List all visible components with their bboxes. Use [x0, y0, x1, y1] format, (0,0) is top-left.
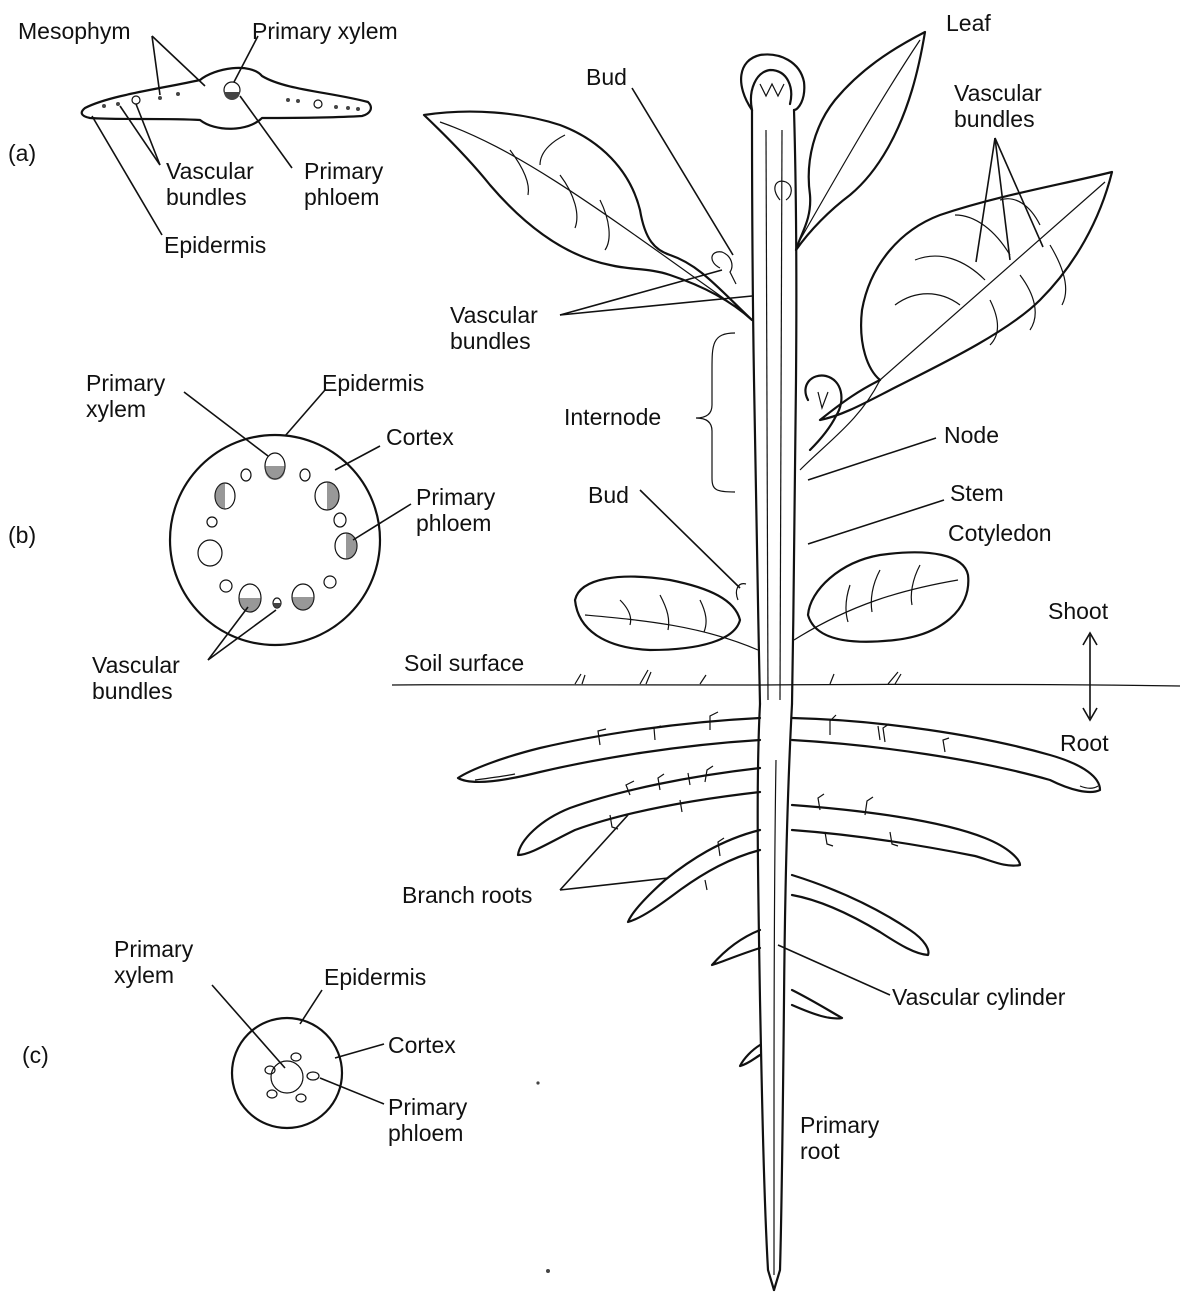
main-stem-right	[792, 110, 796, 704]
primary-xylem-label-a: Primary xylem	[252, 18, 398, 44]
panel-a-letter: (a)	[8, 140, 36, 166]
right-cotyledon	[808, 552, 968, 641]
axillary-bud-node	[805, 376, 841, 450]
vascular-bundles-stem-label: Vascular bundles	[450, 302, 560, 354]
cotyledon-label: Cotyledon	[948, 520, 1052, 546]
main-stem-left	[752, 110, 760, 704]
right-leaf	[820, 172, 1112, 420]
vascular-bundle-small	[132, 96, 140, 104]
internode-brace	[696, 333, 735, 492]
branch-root-lower-left	[628, 830, 760, 922]
upper-left-leaf	[424, 112, 752, 320]
soil-surface-line	[392, 684, 1180, 686]
root-label: Root	[1060, 730, 1109, 756]
bud-top-label: Bud	[586, 64, 627, 90]
primary-phloem-label-b: Primary phloem	[416, 484, 526, 536]
stem-cross-section	[170, 390, 411, 660]
node-label: Node	[944, 422, 999, 448]
branch-root-upper-right	[792, 718, 1100, 792]
panel-b-letter: (b)	[8, 522, 36, 548]
cortex-label-c: Cortex	[388, 1032, 456, 1058]
epidermis-label-c: Epidermis	[324, 964, 426, 990]
leaf-label: Leaf	[946, 10, 991, 36]
internode-label: Internode	[564, 404, 661, 430]
vascular-bundles-label-a: Vascular bundles	[166, 158, 276, 210]
bud-lower-label: Bud	[588, 482, 629, 508]
branch-root-lower-right	[792, 875, 928, 955]
branch-root-tiny	[740, 1045, 760, 1066]
cortex-label-b: Cortex	[386, 424, 454, 450]
soil-surface-label: Soil surface	[404, 650, 524, 676]
branch-root-mid-right	[792, 805, 1020, 866]
root-cross-section	[212, 985, 384, 1128]
primary-phloem-label-a: Primary phloem	[304, 158, 414, 210]
apical-bud	[741, 54, 804, 110]
vascular-cylinder-line	[774, 760, 776, 1275]
primary-root-label: Primary root	[800, 1112, 910, 1164]
epidermis-label-a: Epidermis	[164, 232, 266, 258]
branch-root-upper-left	[458, 718, 760, 782]
root-epidermis-circle	[232, 1018, 342, 1128]
primary-xylem-label-c: Primary xylem	[114, 936, 224, 988]
primary-phloem-label-c: Primary phloem	[388, 1094, 498, 1146]
left-cotyledon	[575, 577, 740, 650]
vascular-bundle-small	[314, 100, 322, 108]
root-xylem-core	[271, 1061, 303, 1093]
leaf-section-outline	[82, 68, 371, 129]
mesophyll-label: Mesophym	[18, 18, 130, 44]
upper-right-leaf	[796, 32, 925, 250]
branch-root-short-left	[712, 930, 760, 965]
stem-label: Stem	[950, 480, 1004, 506]
branch-roots-label: Branch roots	[402, 882, 532, 908]
vascular-bundles-leaf-label: Vascular bundles	[954, 80, 1064, 132]
shoot-label: Shoot	[1048, 598, 1108, 624]
vascular-bundles-label-b: Vascular bundles	[92, 652, 202, 704]
primary-xylem-label-b: Primary xylem	[86, 370, 196, 422]
primary-phloem-bundle	[224, 92, 240, 100]
branch-root-short-right	[792, 990, 842, 1018]
primary-root-right	[774, 704, 792, 1290]
epidermis-label-b: Epidermis	[322, 370, 424, 396]
panel-c-letter: (c)	[22, 1042, 49, 1068]
vascular-cylinder-label: Vascular cylinder	[892, 984, 1065, 1010]
